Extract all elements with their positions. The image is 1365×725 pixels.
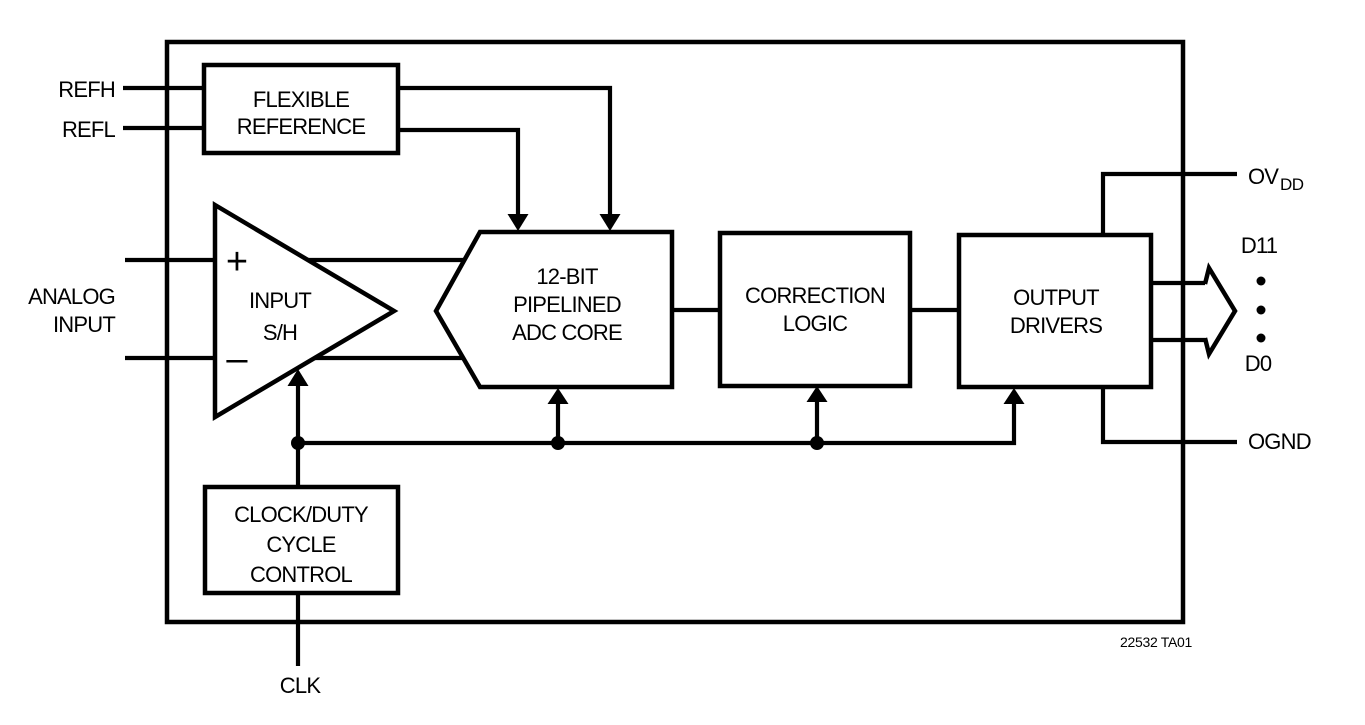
bus-right-arrow-icon xyxy=(1202,262,1238,360)
ovdd-pin-label-main: OV xyxy=(1248,164,1279,189)
junction-dot-3 xyxy=(810,436,824,450)
flexible-reference-label-line1: FLEXIBLE xyxy=(253,87,349,112)
bus-lsb-label: D0 xyxy=(1245,351,1272,376)
clock-control-box xyxy=(202,484,401,596)
up-arrowhead-adc xyxy=(547,388,569,404)
correction-logic-label-line2: LOGIC xyxy=(783,311,848,336)
ognd-wire xyxy=(1100,387,1237,445)
up-arrowhead-drivers xyxy=(1003,388,1025,404)
clock-control-label-line1: CLOCK/DUTY xyxy=(234,502,369,527)
correction-logic-box xyxy=(717,230,913,389)
clock-distribution-wire xyxy=(298,402,1017,446)
bus-ellipsis-dot-3 xyxy=(1256,333,1266,343)
labels: REFH REFL ANALOG INPUT FLEXIBLE REFERENC… xyxy=(28,77,1312,698)
input-sh-label-line2: S/H xyxy=(263,320,297,345)
up-arrowhead-correction xyxy=(806,386,828,402)
up-arrowhead-sh xyxy=(287,369,309,386)
output-drivers-label-line1: OUTPUT xyxy=(1013,285,1099,310)
reference-out-wire-1 xyxy=(397,85,613,216)
adc-core-label-line1: 12-BIT xyxy=(536,264,598,289)
output-drivers-box xyxy=(956,232,1154,390)
bus-msb-label: D11 xyxy=(1241,233,1278,258)
clk-pin-label: CLK xyxy=(280,673,322,698)
adc-core-shape xyxy=(433,229,675,390)
analog-input-label-line1: ANALOG xyxy=(28,284,115,309)
plus-sign-icon: + xyxy=(226,241,248,283)
input-sh-label-line1: INPUT xyxy=(249,288,311,313)
adc-core-label-line2: PIPELINED xyxy=(513,292,621,317)
refl-pin-label: REFL xyxy=(62,117,116,142)
blocks xyxy=(201,62,1154,596)
bus-ellipsis-dot-1 xyxy=(1256,276,1266,286)
clock-control-label-line2: CYCLE xyxy=(266,532,335,557)
bus-ellipsis-dot-2 xyxy=(1256,305,1266,315)
junction-dot-2 xyxy=(551,436,565,450)
connectors xyxy=(287,214,1266,450)
ovdd-wire xyxy=(1100,171,1237,237)
correction-logic-label-line1: CORRECTION xyxy=(745,283,885,308)
figure-caption: 22532 TA01 xyxy=(1120,634,1193,650)
adc-core-label-line3: ADC CORE xyxy=(512,320,622,345)
output-drivers-label-line2: DRIVERS xyxy=(1010,313,1102,338)
wires xyxy=(123,85,1237,666)
flexible-reference-label-line2: REFERENCE xyxy=(237,114,366,139)
input-sh-triangle xyxy=(212,201,399,421)
refh-pin-label: REFH xyxy=(58,77,115,102)
flexible-reference-box xyxy=(201,62,401,156)
minus-sign-icon: – xyxy=(226,338,248,380)
down-arrowhead-ref2 xyxy=(507,214,529,231)
chip-boundary-box xyxy=(164,39,1186,625)
down-arrowhead-ref1 xyxy=(599,214,621,231)
ognd-pin-label: OGND xyxy=(1248,429,1311,454)
ovdd-pin-label-sub: DD xyxy=(1280,175,1304,194)
analog-input-label-line2: INPUT xyxy=(53,312,115,337)
junction-dot-1 xyxy=(291,436,305,450)
clock-control-label-line3: CONTROL xyxy=(250,562,353,587)
reference-out-wire-2 xyxy=(397,127,521,216)
